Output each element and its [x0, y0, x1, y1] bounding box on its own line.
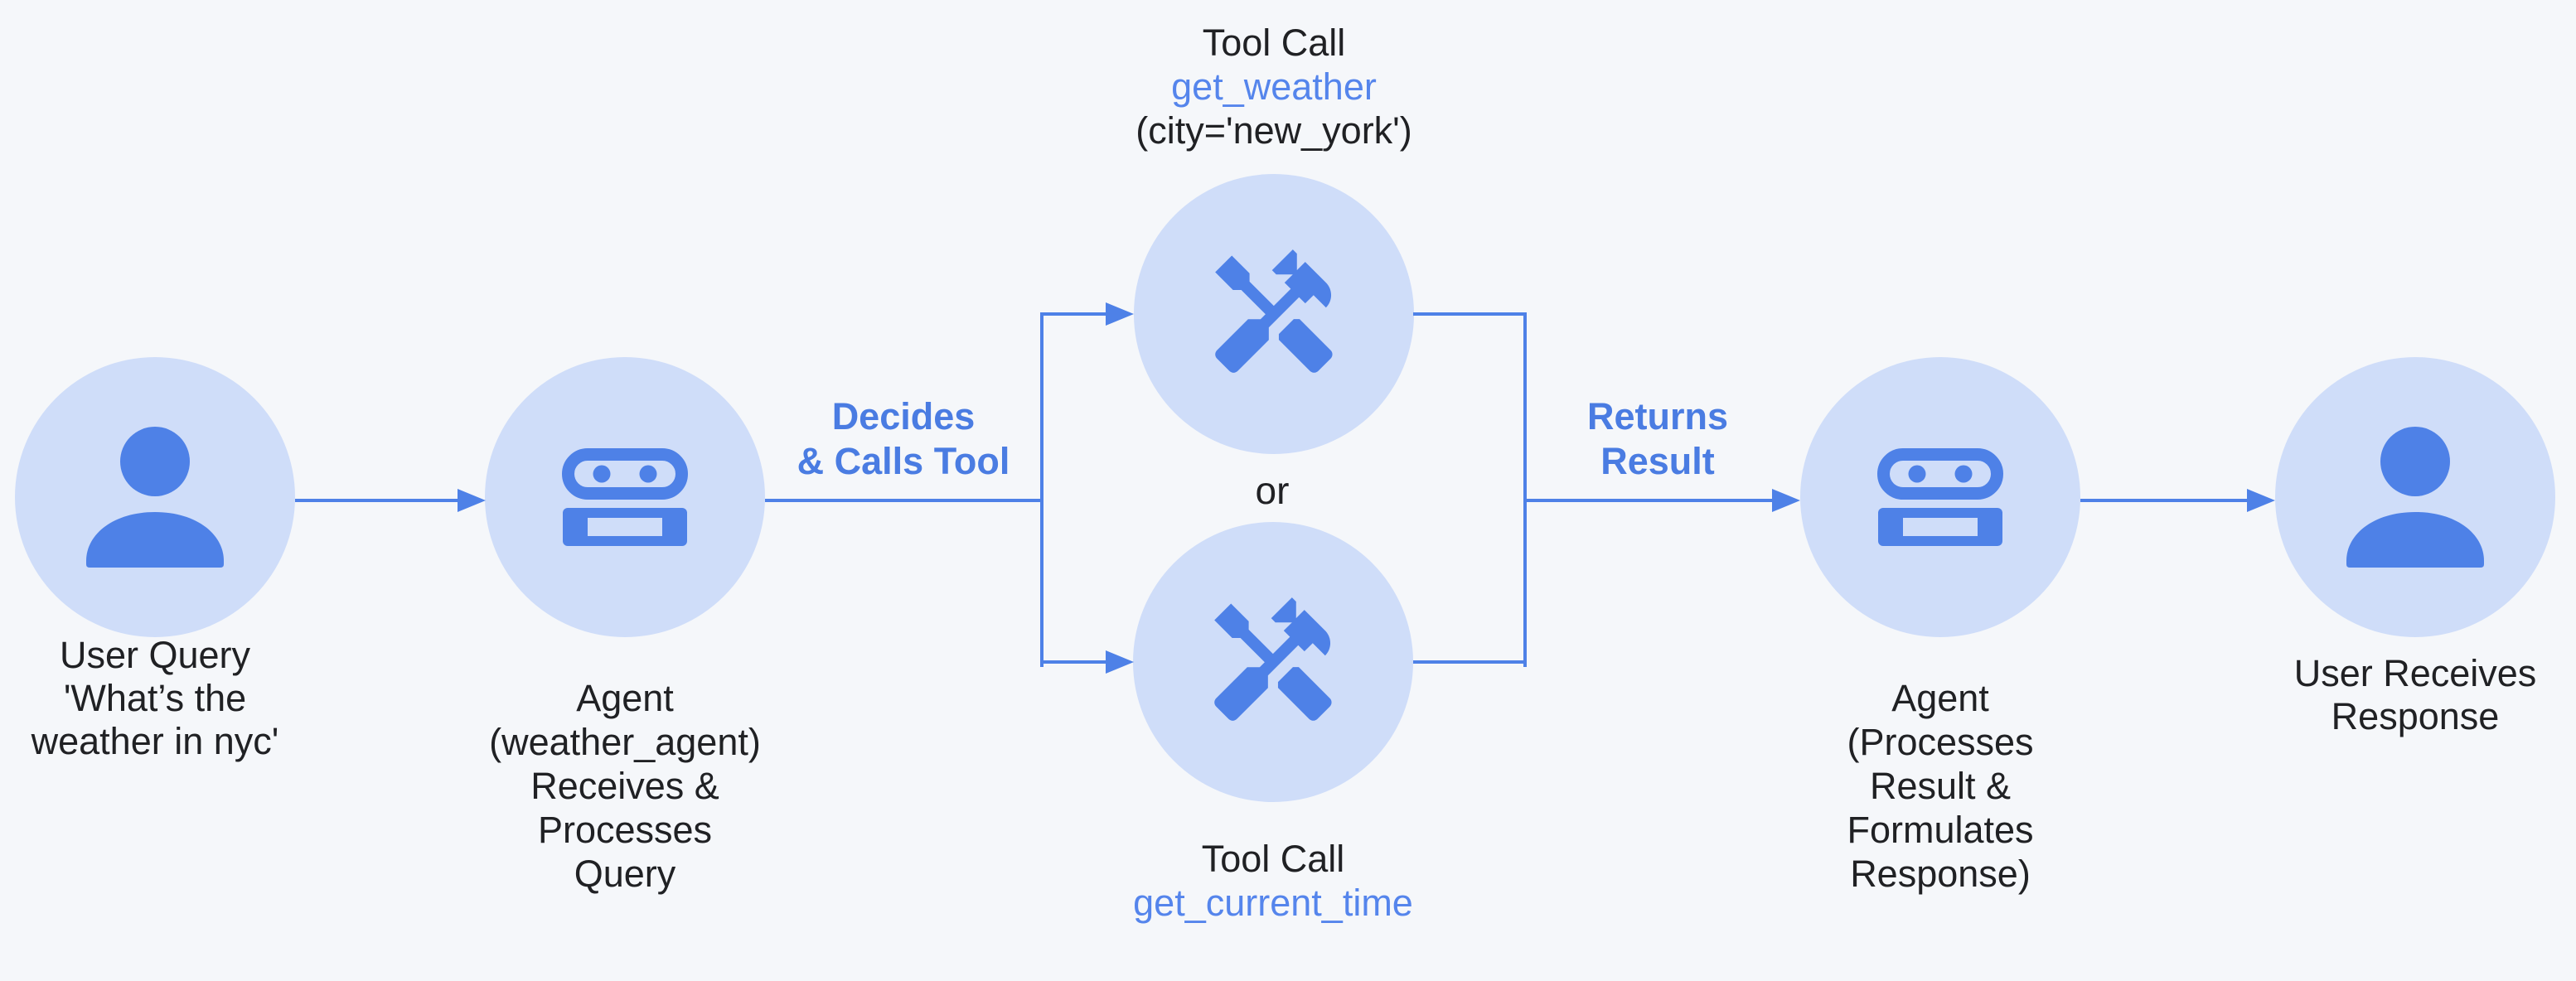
user-response-label: User Receives Response — [2293, 652, 2537, 737]
edge-user-to-agent-line — [295, 499, 458, 502]
tool-call-title: Tool Call — [1201, 838, 1345, 880]
edge-merge-to-agent-line — [1527, 499, 1772, 502]
tool-call-title: Tool Call — [1202, 22, 1346, 64]
robot-icon — [1877, 448, 2003, 546]
node-tool-get-current-time — [1133, 522, 1413, 802]
agent-respond-label: Agent (Processes Result & Formulates Res… — [1847, 677, 2034, 895]
tools-icon — [1215, 249, 1333, 373]
edge-agent-to-user-line — [2080, 499, 2247, 502]
node-tool-get-weather — [1134, 174, 1414, 454]
decides-calls-tool-label: Decides & Calls Tool — [797, 395, 1010, 482]
edge-user-to-agent-arrowhead — [458, 489, 486, 512]
person-icon — [86, 427, 224, 568]
branch-split-vertical-line — [1040, 312, 1043, 667]
agent-receive-label: Agent (weather_agent) Receives & Process… — [489, 677, 761, 895]
or-label: or — [1255, 469, 1290, 512]
tools-icon — [1214, 597, 1332, 721]
edge-time-tool-return-line — [1413, 660, 1527, 664]
user-query-label: User Query 'What’s the weather in nyc' — [31, 634, 279, 762]
node-user-response — [2275, 357, 2555, 637]
branch-merge-vertical-line — [1523, 312, 1527, 667]
robot-icon — [562, 448, 688, 546]
person-icon — [2346, 427, 2484, 568]
tool-call-weather-label: Tool Call get_weather (city='new_york') — [984, 21, 1564, 152]
tool-call-name: get_current_time — [1133, 882, 1413, 924]
edge-agent-to-user-arrowhead — [2247, 489, 2275, 512]
edge-weather-tool-return-line — [1413, 312, 1527, 316]
edge-agent-to-branch-line — [765, 499, 1043, 502]
edge-branch-to-weather-tool-arrowhead — [1106, 302, 1134, 326]
edge-merge-to-agent-arrowhead — [1772, 489, 1800, 512]
node-agent-receive — [485, 357, 765, 637]
tool-call-time-label: Tool Call get_current_time — [983, 837, 1563, 925]
edge-branch-to-weather-tool-line — [1040, 312, 1107, 316]
tool-call-args: (city='new_york') — [1135, 109, 1412, 152]
node-user-query — [15, 357, 295, 637]
returns-result-label: Returns Result — [1586, 395, 1729, 482]
edge-branch-to-time-tool-arrowhead — [1106, 650, 1134, 674]
tool-call-name: get_weather — [1171, 65, 1377, 108]
edge-branch-to-time-tool-line — [1040, 660, 1107, 664]
node-agent-respond — [1800, 357, 2080, 637]
